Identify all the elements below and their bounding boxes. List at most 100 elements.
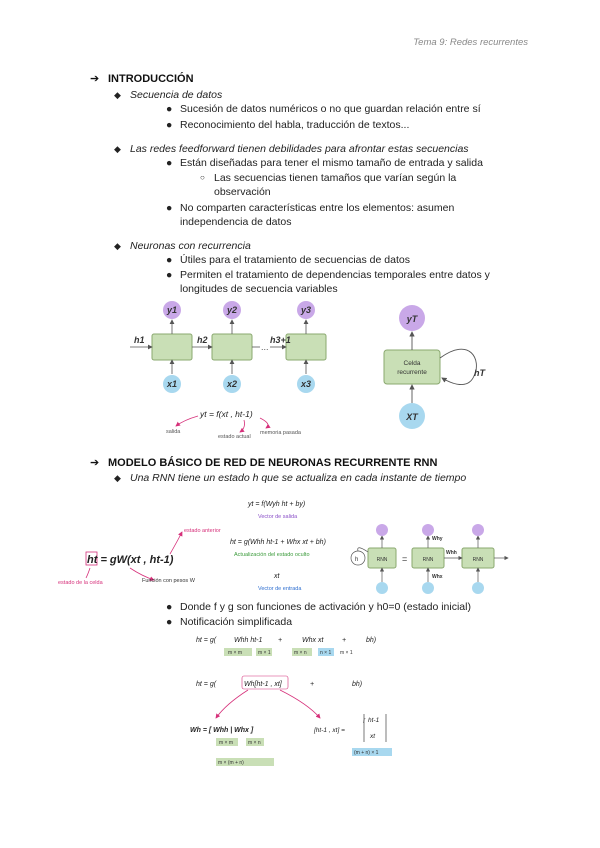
svg-text:⎡: ⎡ xyxy=(363,718,366,724)
row1-term3: bh) xyxy=(366,637,376,644)
dim-box: m × m xyxy=(228,650,242,656)
list-item: ●Están diseñadas para tener el mismo tam… xyxy=(166,156,520,170)
row1-term1: Whh ht-1 xyxy=(234,637,263,644)
input-node xyxy=(297,375,315,393)
dim-box: m × 1 xyxy=(340,650,353,656)
page-header: Tema 9: Redes recurrentes xyxy=(413,37,528,48)
annotation-estado: estado actual xyxy=(218,434,251,440)
label-hidden: Actualización del estado oculto xyxy=(234,552,310,558)
topic-rnn: ◆Una RNN tiene un estado h que se actual… xyxy=(114,471,466,485)
list-item-text: Donde f y g son funciones de activación … xyxy=(180,601,471,613)
section-modelo-title: ➔ MODELO BÁSICO DE RED DE NEURONAS RECURR… xyxy=(90,456,437,469)
rnn-chain-diagram: h RNN = RNN RNN Why Whh Whx xyxy=(350,524,509,594)
hidden-equation: ht = g(Whh ht-1 + Whx xt + bh) xyxy=(230,539,326,546)
list-item-text: Sucesión de datos numéricos o no que gua… xyxy=(180,103,481,115)
svg-text:h: h xyxy=(355,557,358,563)
output-node xyxy=(399,305,425,331)
topic-label: Secuencia de datos xyxy=(130,89,223,101)
input-node xyxy=(223,375,241,393)
output-equation: yt = f(Wyh ht + by) xyxy=(247,501,305,508)
list-item-text: Notificación simplificada xyxy=(180,616,293,628)
output-label: y3 xyxy=(300,305,311,315)
section-title-text: MODELO BÁSICO DE RED DE NEURONAS RECURRE… xyxy=(108,457,438,469)
rnn-equation: yt = f(xt , ht-1) xyxy=(199,409,253,419)
arrow-icon: ➔ xyxy=(90,73,100,85)
weight-label: Whh xyxy=(446,550,457,556)
state-update-formula: ht = gW(xt , ht-1) estado anterior estad… xyxy=(58,528,221,586)
dim-box: m × n xyxy=(248,740,261,746)
weight-label: Whx xyxy=(432,574,443,580)
row2-term2: bh) xyxy=(352,681,362,688)
row2-lhs: ht = g( xyxy=(196,681,217,688)
cell-label: RNN xyxy=(377,557,388,563)
annotation-state: estado de la celda xyxy=(58,580,104,586)
simplified-notation-figure: ht = g( Whh ht-1 + Whx xt + bh) m × m m … xyxy=(190,637,392,766)
bullet-icon: ● xyxy=(166,601,173,613)
output-node xyxy=(223,301,241,319)
dim-box: m × m xyxy=(219,740,233,746)
list-item: ● Notificación simplificada xyxy=(166,615,520,629)
bullet-icon: ● xyxy=(166,269,173,281)
rnn-cell-2 xyxy=(211,333,253,361)
list-item: ● Donde f y g son funciones de activación… xyxy=(166,600,520,614)
dim-box: n × 1 xyxy=(320,650,331,656)
input-label: x2 xyxy=(226,379,237,389)
list-item-text: Permiten el tratamiento de dependencias … xyxy=(180,269,490,295)
rnn-cell-1 xyxy=(151,333,193,361)
bullet-icon: ● xyxy=(166,254,173,266)
annotation-salida: salida xyxy=(166,429,181,435)
annotation-memoria: memoria pasada xyxy=(260,430,302,436)
annotation-func: Función con pesos W xyxy=(142,578,196,584)
concat-top: ht-1 xyxy=(368,717,380,724)
list-item-text: Están diseñadas para tener el mismo tama… xyxy=(180,157,483,169)
topic-label: Neuronas con recurrencia xyxy=(130,240,251,252)
topic-secuencia: ◆ Secuencia de datos xyxy=(114,88,223,102)
input-node xyxy=(163,375,181,393)
recurrent-cell xyxy=(383,349,441,385)
state-label: hT xyxy=(474,368,486,378)
input-label: x3 xyxy=(300,379,311,389)
circle-bullet-icon: ○ xyxy=(200,173,205,182)
row2-term1: Wh[ht-1 , xt] xyxy=(244,681,283,688)
list-subitem: ○ Las secuencias tienen tamaños que varía… xyxy=(200,171,514,199)
list-item: ● Permiten el tratamiento de dependencias… xyxy=(166,268,520,296)
dim-box: m × (m + n) xyxy=(218,760,244,766)
state-label: h3+1 xyxy=(270,335,291,345)
label-output: Vector de salida xyxy=(258,514,298,520)
unrolled-rnn-diagram: y1 y2 y3 x1 x2 x3 h1 h2 h3+1 ... yt = f(… xyxy=(130,301,327,440)
input-node xyxy=(399,403,425,429)
annotation-prev: estado anterior xyxy=(184,528,221,534)
output-label: y1 xyxy=(166,305,177,315)
rnn-middle-formulas: yt = f(Wyh ht + by) Vector de salida ht … xyxy=(230,501,326,592)
arrow-icon: ➔ xyxy=(90,457,100,469)
topic-recurrencia: ◆ Neuronas con recurrencia xyxy=(114,239,251,253)
label-input: Vector de entrada xyxy=(258,586,302,592)
list-item-text: Útiles para el tratamiento de secuencias… xyxy=(180,254,410,266)
input-equation: xt xyxy=(273,573,281,580)
row2-plus: + xyxy=(310,681,314,688)
list-subitem-text: Las secuencias tienen tamaños que varían… xyxy=(214,172,457,198)
rnn-cell-3 xyxy=(285,333,327,361)
list-item-text: Reconocimiento del habla, traducción de … xyxy=(180,119,410,131)
state-equation: ht = gW(xt , ht-1) xyxy=(87,554,174,566)
row1-plus: + xyxy=(342,637,346,644)
topic-feedforward: ◆Las redes feedforward tienen debilidade… xyxy=(114,142,469,156)
output-label: yT xyxy=(406,314,419,324)
diamond-bullet-icon: ◆ xyxy=(114,90,121,100)
dim-box: m × 1 xyxy=(258,650,271,656)
bullet-icon: ● xyxy=(166,119,173,131)
bullet-icon: ● xyxy=(166,202,173,214)
list-item: ● Sucesión de datos numéricos o no que gu… xyxy=(166,102,520,116)
cell-label: Celda xyxy=(404,360,421,367)
wh-definition: Wh = [ Whh | Whx ] xyxy=(190,727,254,734)
list-item: ● Reconocimiento del habla, traducción de… xyxy=(166,118,520,132)
row1-plus: + xyxy=(278,637,282,644)
diamond-bullet-icon: ◆ xyxy=(114,144,121,154)
concat-definition: [ht-1 , xt] = xyxy=(313,727,345,734)
bullet-icon: ● xyxy=(166,103,173,115)
row1-term2: Whx xt xyxy=(302,637,324,644)
diamond-bullet-icon: ◆ xyxy=(114,241,121,251)
bullet-icon: ● xyxy=(166,616,173,628)
equals-sign: = xyxy=(402,554,407,564)
diamond-bullet-icon: ◆ xyxy=(114,473,121,483)
